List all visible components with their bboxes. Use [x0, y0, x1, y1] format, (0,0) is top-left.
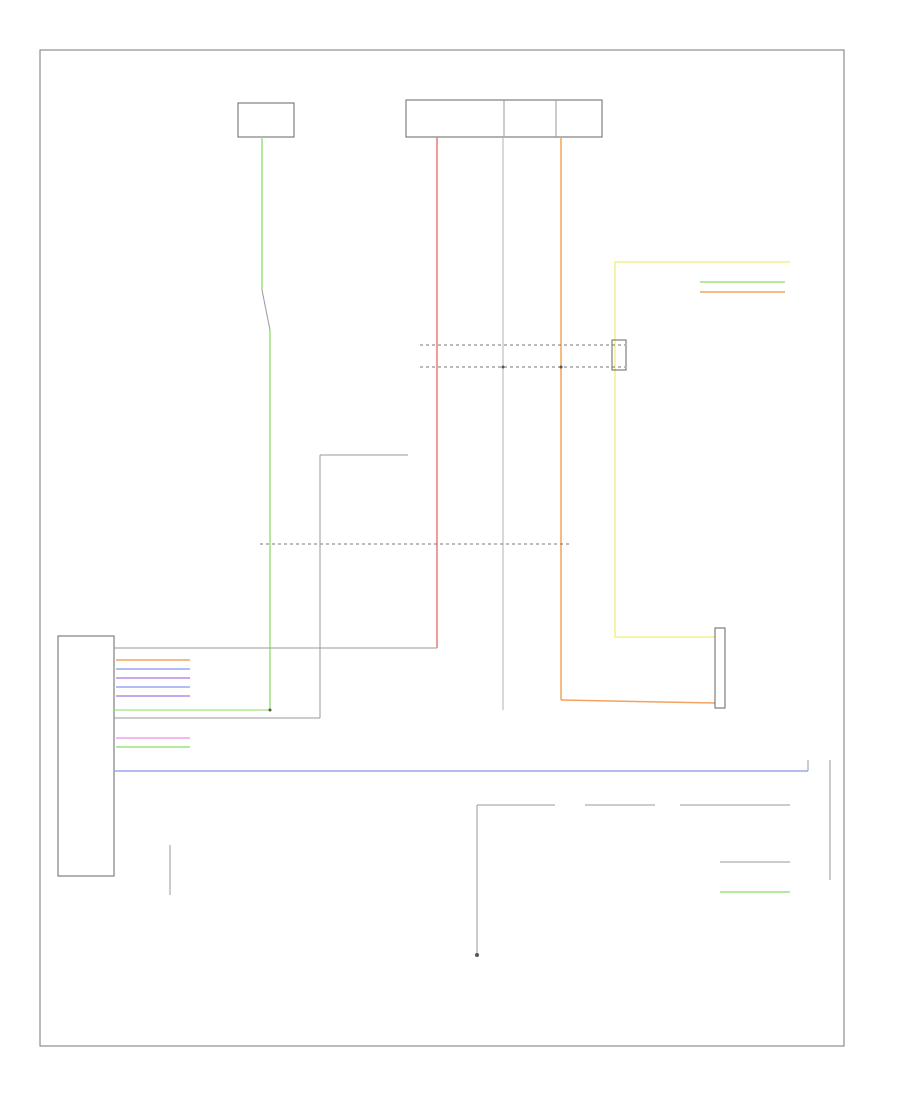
orange-wire-bottom [560, 699, 716, 704]
connector-end-1 [611, 339, 627, 371]
splice-3 [559, 365, 563, 369]
diagram-frame [39, 49, 845, 1047]
ground-point [475, 953, 479, 957]
switch-contact [261, 289, 271, 331]
yellow-wire [614, 261, 790, 638]
fuse-box-left [237, 102, 295, 138]
ecm-module [57, 635, 115, 877]
splice-1 [268, 708, 272, 712]
splice-2 [501, 365, 505, 369]
tr-switch-connector [714, 627, 726, 709]
